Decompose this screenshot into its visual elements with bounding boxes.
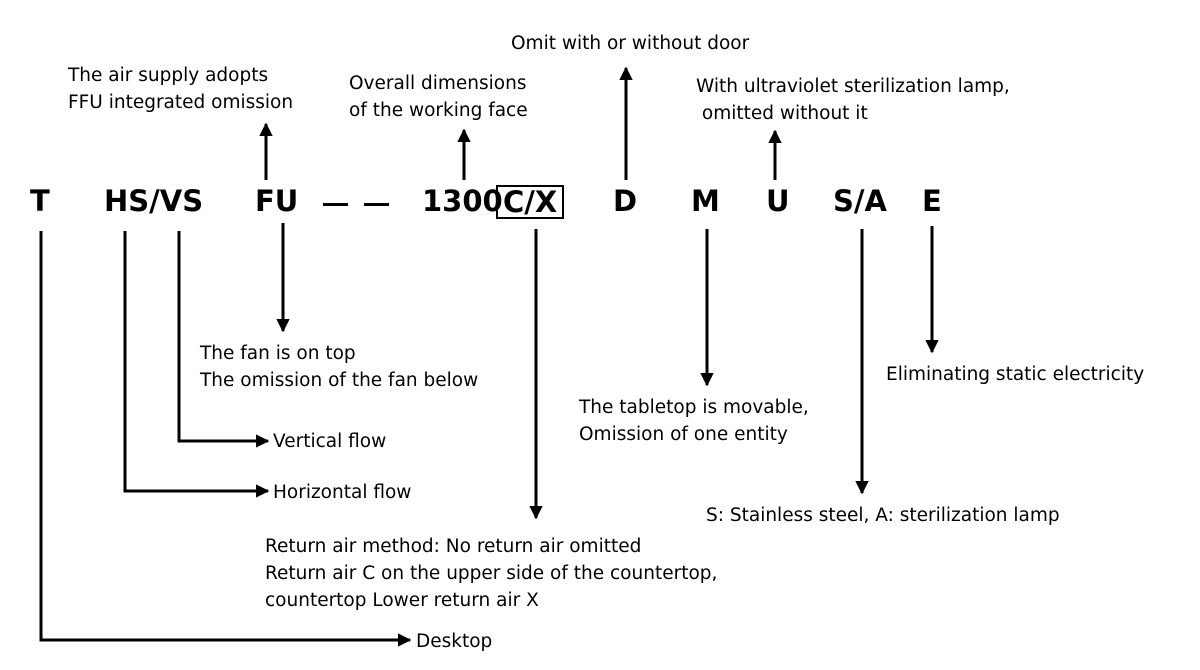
note-dimensions-line-1: Overall dimensions: [349, 73, 527, 94]
note-ffu-line-1: The air supply adopts: [68, 65, 269, 86]
note-return-air-line-1: Return air method: No return air omitted: [265, 536, 642, 557]
code-d: D: [613, 184, 638, 218]
note-vertical-flow: Vertical flow: [273, 428, 386, 455]
note-return-air: Return air method: No return air omitted…: [265, 533, 717, 614]
note-tabletop-line-1: The tabletop is movable,: [579, 397, 809, 418]
code-m: M: [691, 184, 720, 218]
dash-separator-2: [364, 203, 389, 206]
note-tabletop-line-2: Omission of one entity: [579, 424, 788, 445]
note-static: Eliminating static electricity: [886, 361, 1144, 388]
code-u: U: [766, 184, 790, 218]
note-uv: With ultraviolet sterilization lamp, omi…: [696, 73, 1010, 127]
note-steel-line-1: S: Stainless steel, A: sterilization lam…: [706, 505, 1060, 526]
code-e: E: [922, 184, 942, 218]
code-hs-vs: HS/VS: [104, 184, 204, 218]
note-return-air-line-3: countertop Lower return air X: [265, 590, 539, 611]
code-fu: FU: [255, 184, 299, 218]
note-ffu: The air supply adopts FFU integrated omi…: [68, 62, 293, 116]
code-size: 1300: [422, 184, 503, 218]
note-fan-line-2: The omission of the fan below: [200, 370, 479, 391]
note-dimensions-line-2: of the working face: [349, 100, 528, 121]
note-door-line-1: Omit with or without door: [511, 33, 750, 54]
note-fan: The fan is on top The omission of the fa…: [200, 340, 478, 394]
code-cx-boxed: C/X: [496, 185, 565, 219]
note-uv-line-1: With ultraviolet sterilization lamp,: [696, 76, 1010, 97]
connector-vertical-flow: [177, 231, 270, 448]
note-door: Omit with or without door: [511, 30, 749, 57]
note-static-line-1: Eliminating static electricity: [886, 364, 1145, 385]
code-t: T: [30, 184, 50, 218]
connector-horizontal-flow: [123, 231, 270, 498]
note-vertical-flow-line-1: Vertical flow: [273, 431, 387, 452]
note-uv-line-2: omitted without it: [696, 103, 868, 124]
note-return-air-line-2: Return air C on the upper side of the co…: [265, 563, 718, 584]
note-horizontal-flow-line-1: Horizontal flow: [273, 482, 412, 503]
note-fan-line-1: The fan is on top: [200, 343, 356, 364]
code-s-a: S/A: [833, 184, 887, 218]
note-steel: S: Stainless steel, A: sterilization lam…: [706, 502, 1060, 529]
note-ffu-line-2: FFU integrated omission: [68, 92, 294, 113]
dash-separator-1: [323, 203, 348, 206]
note-desktop-line-1: Desktop: [416, 631, 493, 652]
note-tabletop: The tabletop is movable, Omission of one…: [579, 394, 809, 448]
connector-desktop: [39, 231, 412, 647]
note-horizontal-flow: Horizontal flow: [273, 479, 411, 506]
note-desktop: Desktop: [416, 628, 492, 655]
note-dimensions: Overall dimensions of the working face: [349, 70, 528, 124]
